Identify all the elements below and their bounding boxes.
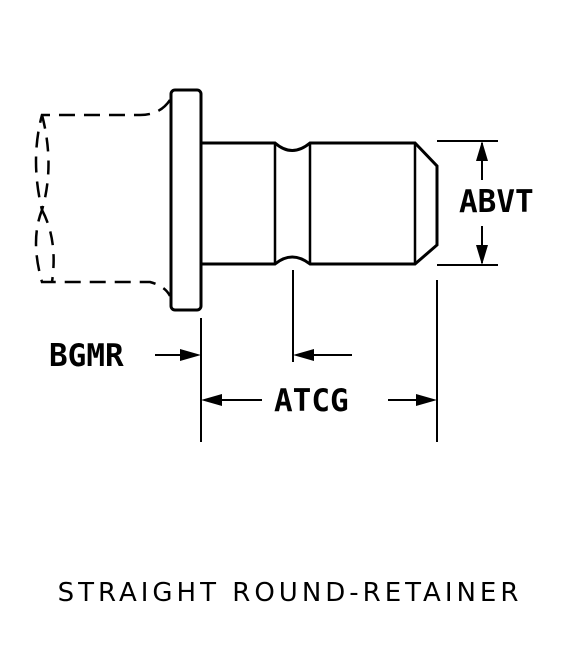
drawing-caption: STRAIGHT ROUND-RETAINER (58, 578, 523, 608)
arrowhead-up (476, 141, 488, 161)
abvt-label: ABVT (459, 184, 534, 220)
arrowhead-left (293, 349, 314, 361)
retainer-head (169, 88, 203, 312)
dimension-groove (293, 349, 352, 361)
dimension-atcg: ATCG (201, 383, 437, 419)
arrowhead-right (416, 394, 437, 406)
dimension-bgmr: BGMR (49, 338, 201, 374)
atcg-label: ATCG (274, 383, 349, 419)
arrowhead-down (476, 245, 488, 265)
dimension-abvt: ABVT (437, 140, 534, 266)
extension-lines (200, 270, 438, 442)
phantom-outline (34, 99, 172, 297)
bgmr-label: BGMR (49, 338, 124, 374)
retainer-shank (201, 141, 439, 266)
arrowhead-left (201, 394, 222, 406)
arrowhead-right (180, 349, 201, 361)
